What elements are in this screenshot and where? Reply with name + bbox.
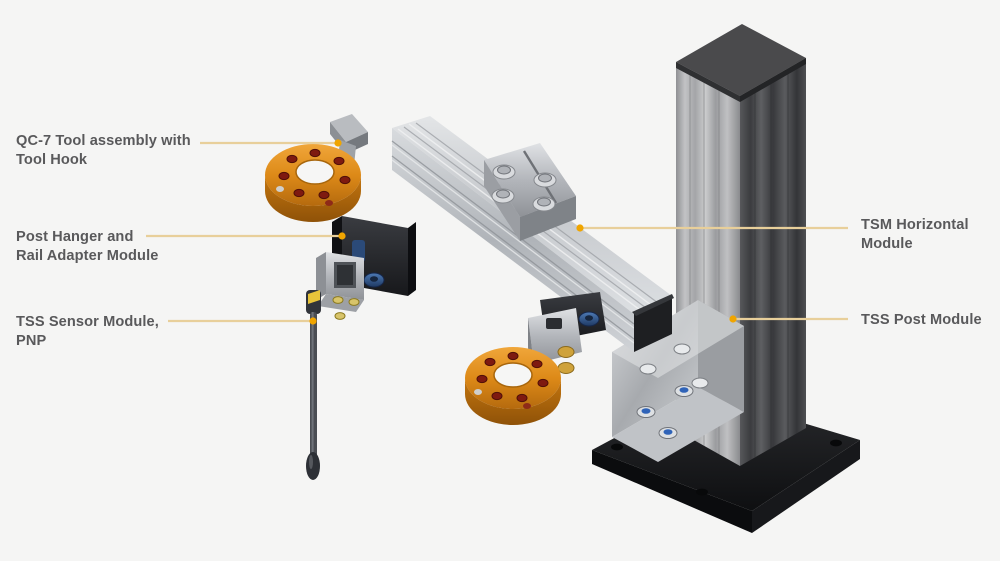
leader-dot-post-hanger-rail-adapter — [338, 232, 346, 240]
post-hanger-rail-adapter-part — [316, 216, 416, 320]
qc7-tool-plate-upper — [265, 144, 361, 222]
lower-tool-clamp-assembly — [465, 292, 606, 425]
qc7-tool-plate-lower — [465, 347, 561, 425]
callout-label-tsm-horizontal-module: TSM Horizontal Module — [861, 217, 969, 252]
callout-label-tss-sensor-module-pnp: TSS Sensor Module, PNP — [16, 314, 159, 349]
rail-adapter-bracket — [316, 252, 364, 320]
rail-clamp-blocks — [484, 143, 576, 241]
leader-lines — [146, 141, 848, 323]
callout-label-qc7-tool-assembly: QC-7 Tool assembly with Tool Hook — [16, 133, 191, 168]
leader-dot-tsm-horizontal-module — [576, 224, 584, 232]
tss-sensor-module-part — [306, 290, 321, 480]
gusset-bracket — [612, 300, 744, 462]
tss-post-module-part — [592, 24, 860, 533]
leader-dot-qc7-tool-assembly — [334, 139, 342, 147]
callout-label-tss-post-module: TSS Post Module — [861, 312, 982, 328]
leader-dots — [309, 139, 737, 325]
leader-dot-tss-post-module — [729, 315, 737, 323]
callout-label-post-hanger-rail-adapter: Post Hanger and Rail Adapter Module — [16, 229, 159, 264]
qc7-tool-assembly-part — [265, 114, 368, 222]
leader-dot-tss-sensor-module-pnp — [309, 317, 317, 325]
